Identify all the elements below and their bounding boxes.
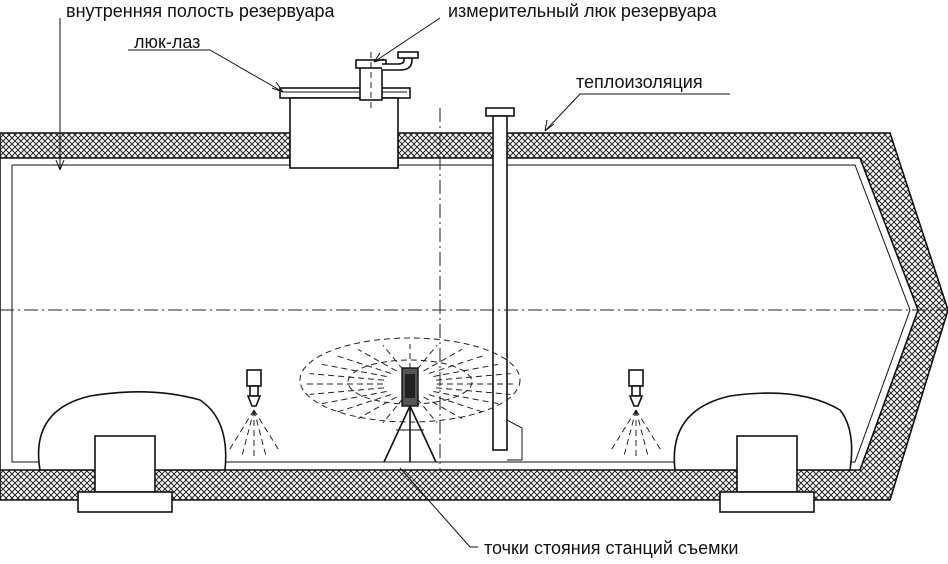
scan-ray (436, 373, 511, 381)
manhole (279, 87, 411, 169)
scan-ray (357, 348, 397, 372)
scan-ray (423, 348, 463, 372)
scan-ray (433, 391, 501, 405)
scan-ray (382, 398, 404, 423)
left-saddle-support (37, 391, 227, 513)
label-insulation: теплоизоляция (576, 72, 703, 92)
tripod-icon (383, 405, 437, 463)
scan-ray (309, 373, 384, 381)
scan-ray (382, 345, 404, 370)
label-station-points: точки стояния станций съемки (484, 538, 739, 558)
scan-ray (433, 363, 501, 377)
scan-ray (357, 396, 397, 420)
scan-ray (423, 396, 463, 420)
vertical-pipe (485, 107, 523, 461)
scan-ray (416, 398, 438, 423)
laser-scanner-icon (401, 367, 419, 407)
scan-ray (436, 387, 511, 395)
label-measuring-hatch: измерительный люк резервуара (448, 1, 718, 21)
scan-ray (416, 345, 438, 370)
spray-nozzle-icon (227, 369, 281, 458)
scan-ray (319, 391, 387, 405)
right-saddle-support (673, 392, 853, 513)
leader-lines (55, 17, 730, 548)
scan-ray (309, 387, 384, 395)
label-inner-cavity: внутренняя полость резервуара (66, 1, 336, 21)
scan-ray (319, 363, 387, 377)
measuring-hatch (355, 51, 419, 110)
spray-nozzle-icon (609, 369, 663, 458)
label-manhole: люк-лаз (134, 32, 200, 52)
